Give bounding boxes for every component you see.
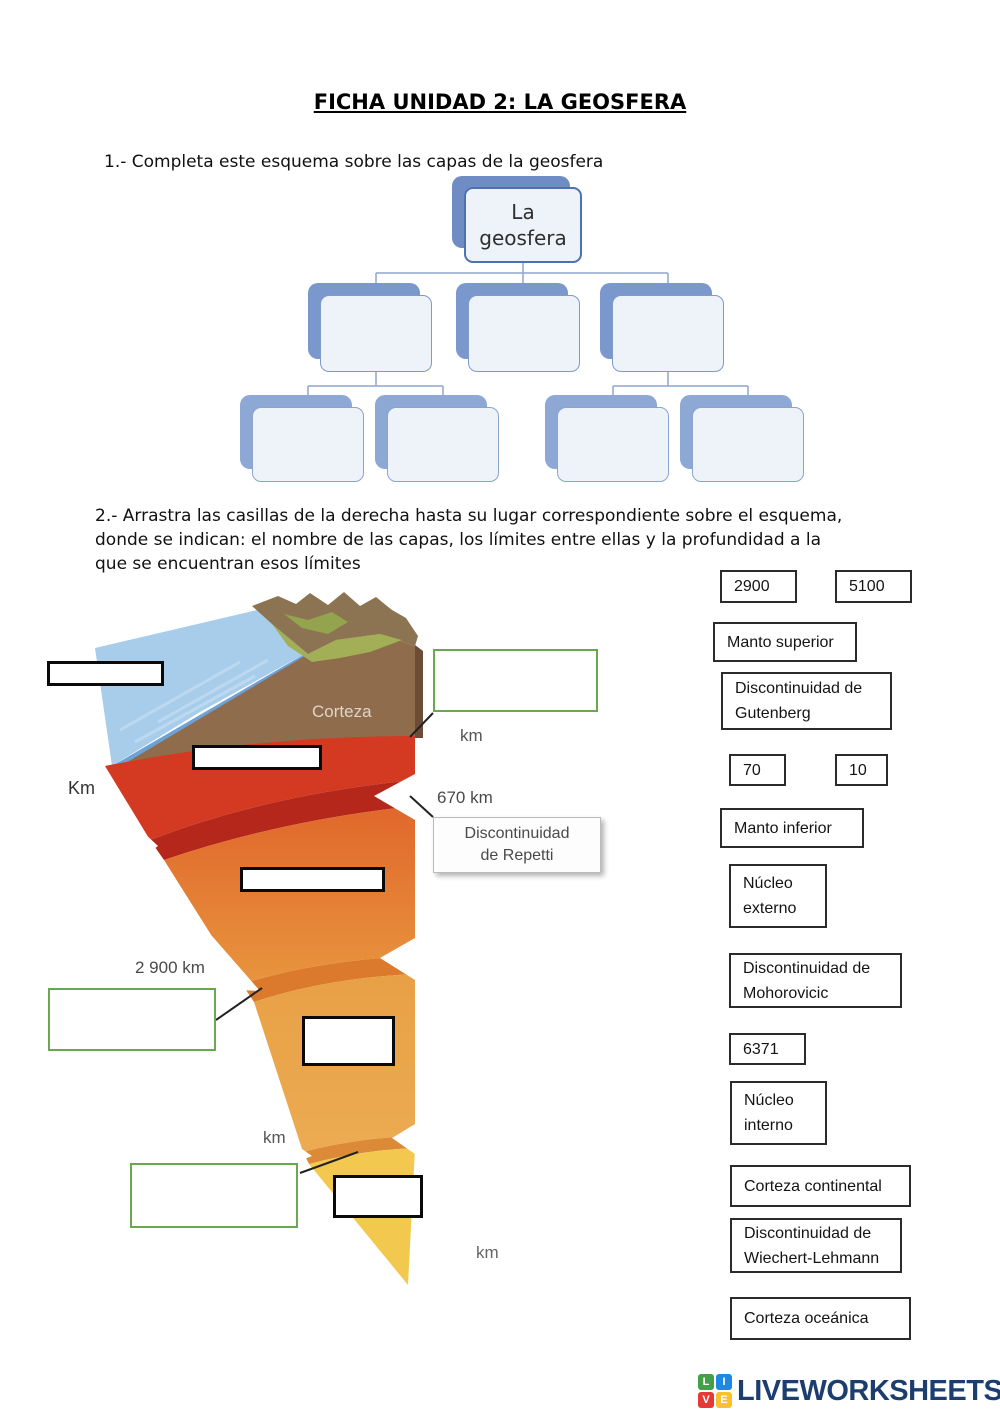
org-level3-box-1[interactable] <box>252 407 364 482</box>
drag-box-10[interactable]: 10 <box>835 754 888 786</box>
drop-slot-outer-core[interactable] <box>302 1016 395 1066</box>
org-level2-box-1[interactable] <box>320 295 432 372</box>
logo-brand-text: LIVEWORKSHEETS <box>737 1374 1000 1407</box>
crust-side-face <box>415 645 423 738</box>
logo-tile-e: E <box>716 1392 732 1408</box>
pointer-line-wiechert <box>299 1151 359 1174</box>
logo-tile-l: L <box>698 1374 714 1390</box>
repetti-callout: Discontinuidad de Repetti <box>433 817 601 873</box>
km-axis-left-label: Km <box>68 778 95 798</box>
pointer-line-gutenberg <box>215 987 263 1021</box>
inner-core-boundary <box>303 1136 415 1164</box>
drop-slot-discontinuity-bottom[interactable] <box>130 1163 298 1228</box>
liveworksheets-logo[interactable]: L I V E LIVEWORKSHEETS <box>698 1374 1000 1408</box>
core-boundary-2900 <box>242 956 415 1002</box>
org-level2-box-2[interactable] <box>468 295 580 372</box>
org-level3-box-2[interactable] <box>387 407 499 482</box>
org-level2-box-3[interactable] <box>612 295 724 372</box>
logo-tile-v: V <box>698 1392 714 1408</box>
drag-box-discontinuidad-gutenberg[interactable]: Discontinuidad de Gutenberg <box>721 672 892 730</box>
depth-2900-label: 2 900 km <box>135 958 205 977</box>
drag-box-manto-superior[interactable]: Manto superior <box>713 622 857 662</box>
logo-tile-i: I <box>716 1374 732 1390</box>
crust-layer <box>105 634 415 770</box>
pointer-lines <box>215 712 434 1174</box>
drop-slot-discontinuity-2900[interactable] <box>48 988 216 1051</box>
org-chart-connectors <box>307 263 749 396</box>
drag-box-discontinuidad-mohorovicic[interactable]: Discontinuidad de Mohorovicic <box>729 953 902 1008</box>
km-unit-bottom-label: km <box>476 1243 499 1262</box>
drop-slot-ocean-crust[interactable] <box>47 661 164 686</box>
org-level3-box-3[interactable] <box>557 407 669 482</box>
drag-box-70[interactable]: 70 <box>729 754 786 786</box>
depth-670-label: 670 km <box>437 788 493 807</box>
drop-slot-discontinuity-top[interactable] <box>433 649 598 712</box>
boundary-notches <box>98 774 415 1172</box>
task1-instruction: 1.- Completa este esquema sobre las capa… <box>104 152 604 172</box>
drag-box-corteza-oceanica[interactable]: Corteza oceánica <box>730 1297 911 1340</box>
drag-box-6371[interactable]: 6371 <box>729 1033 806 1065</box>
page-title: FICHA UNIDAD 2: LA GEOSFERA <box>313 90 687 114</box>
km-unit-top-label: km <box>460 726 483 745</box>
km-unit-middle-label: km <box>263 1128 286 1147</box>
earth-wedge-illustration <box>95 592 434 1285</box>
drag-box-2900[interactable]: 2900 <box>720 570 797 603</box>
mountain-green-slopes <box>272 624 402 662</box>
drag-box-corteza-continental[interactable]: Corteza continental <box>730 1165 911 1207</box>
drag-box-discontinuidad-wiechert-lehmann[interactable]: Discontinuidad de Wiechert-Lehmann <box>730 1218 902 1273</box>
drag-box-5100[interactable]: 5100 <box>835 570 912 603</box>
ocean-waves <box>119 658 269 744</box>
org-root-box: La geosfera <box>464 187 582 263</box>
drop-slot-lower-mantle[interactable] <box>240 867 385 892</box>
org-level3-box-4[interactable] <box>692 407 804 482</box>
drag-box-nucleo-externo[interactable]: Núcleo externo <box>729 864 827 928</box>
drop-slot-inner-core[interactable] <box>333 1175 423 1218</box>
pointer-line-repetti <box>409 795 434 818</box>
drag-box-nucleo-interno[interactable]: Núcleo interno <box>730 1081 827 1145</box>
liveworksheets-grid-icon: L I V E <box>698 1374 732 1408</box>
drag-box-manto-inferior[interactable]: Manto inferior <box>720 808 864 848</box>
mountain-green-patch <box>284 612 348 634</box>
upper-mantle-layer <box>105 736 415 840</box>
pointer-line-moho <box>409 712 434 738</box>
task2-instruction: 2.- Arrastra las casillas de la derecha … <box>95 506 843 574</box>
mantle-670-boundary <box>150 780 415 860</box>
corteza-label: Corteza <box>312 702 372 721</box>
lower-mantle-layer <box>164 806 415 984</box>
drop-slot-upper-mantle[interactable] <box>192 745 322 770</box>
